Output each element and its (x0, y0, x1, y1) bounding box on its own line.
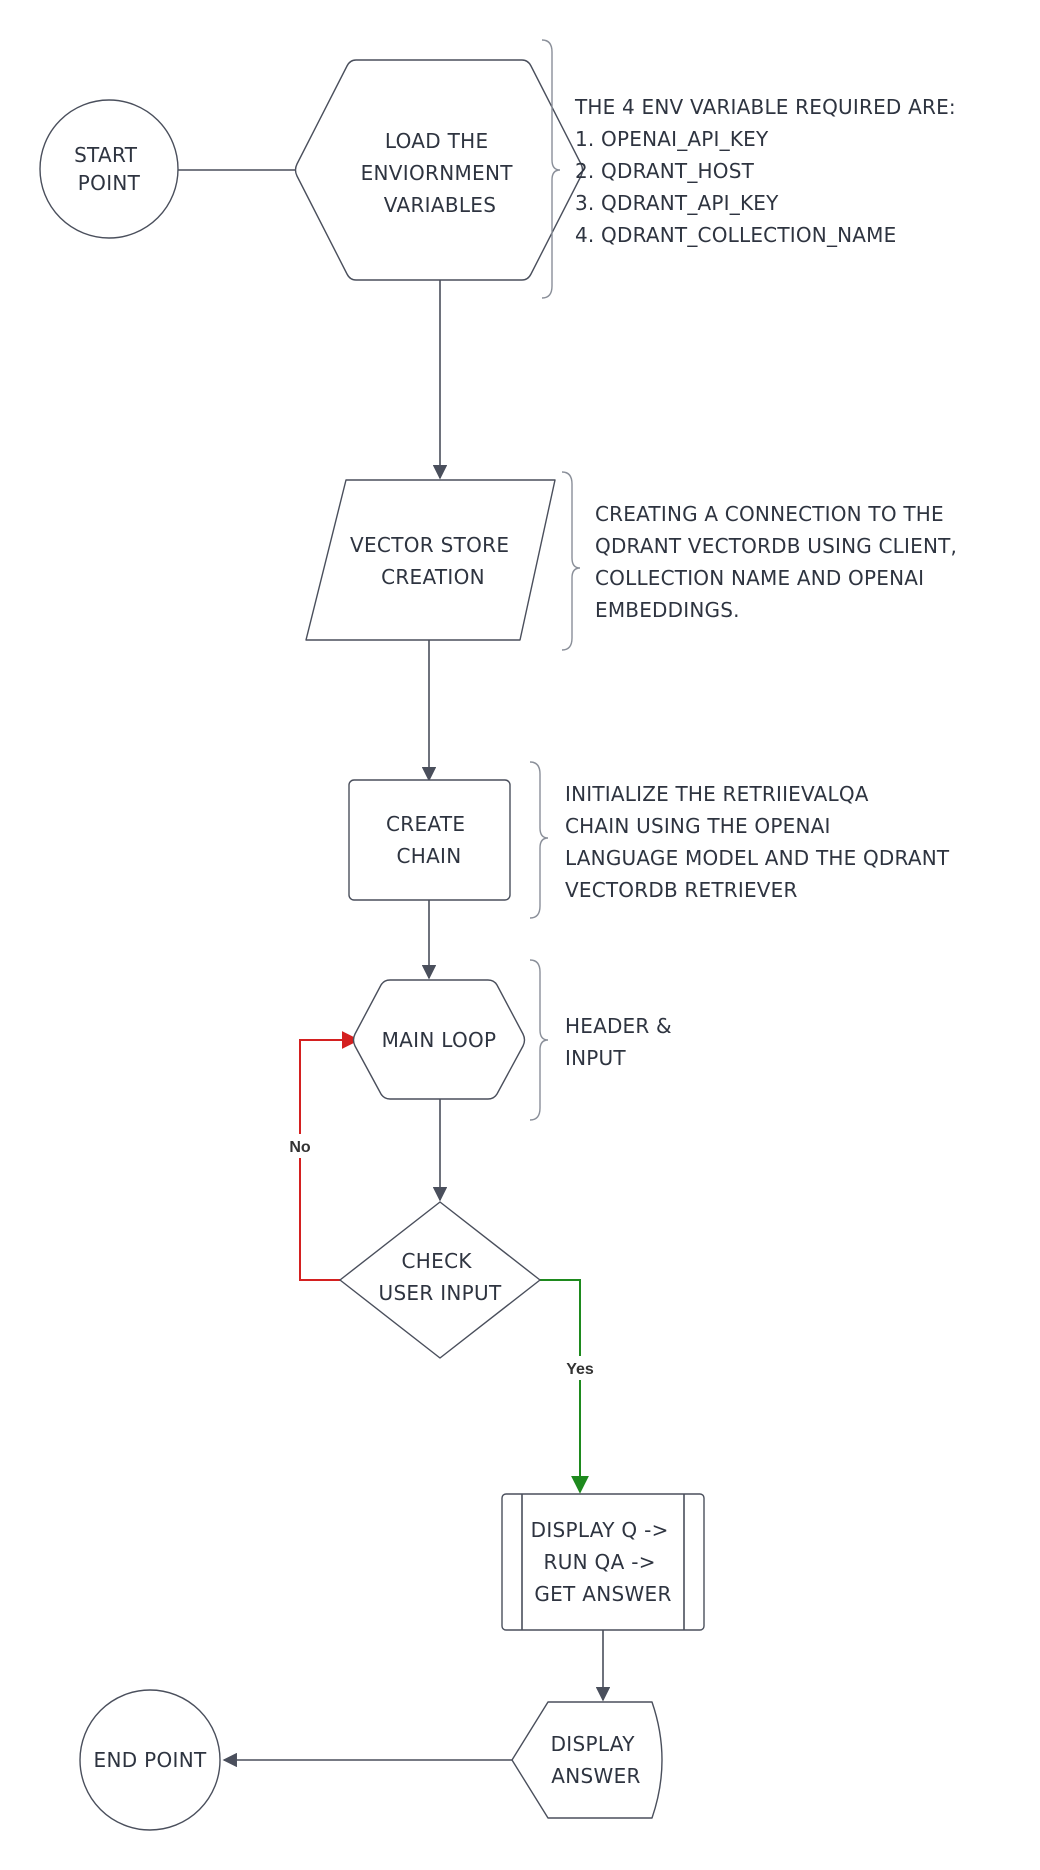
main-loop-node: MAIN LOOP (352, 979, 526, 1100)
check-input-node: CHECK USER INPUT (339, 1201, 541, 1359)
vector-store-label: VECTOR STORE CREATION (350, 533, 516, 589)
edge-check-no-to-loop (299, 1031, 360, 1281)
display-run-label: DISPLAY Q -> RUN QA -> GET ANSWER (531, 1518, 676, 1606)
end-label: END POINT (94, 1748, 207, 1772)
chain-brace (529, 761, 549, 919)
chain-note: INITIALIZE THE RETRIIEVALQA CHAIN USING … (529, 761, 956, 919)
yes-label-bg (560, 1356, 600, 1380)
connectors: No Yes (178, 162, 611, 1768)
display-run-node: DISPLAY Q -> RUN QA -> GET ANSWER (501, 1493, 705, 1631)
main-loop-label: MAIN LOOP (382, 1028, 497, 1052)
create-chain-node: CREATE CHAIN (348, 779, 511, 901)
load-env-label: LOAD THE ENVIORNMENT VARIABLES (361, 129, 520, 217)
end-node: END POINT (79, 1689, 221, 1831)
vector-note: CREATING A CONNECTION TO THE QDRANT VECT… (561, 471, 964, 651)
display-answer-label: DISPLAY ANSWER (551, 1732, 642, 1788)
load-env-node: LOAD THE ENVIORNMENT VARIABLES (294, 59, 584, 281)
vector-store-node: VECTOR STORE CREATION (305, 479, 556, 641)
check-input-diamond (339, 1201, 541, 1359)
end-circle (79, 1689, 221, 1831)
loop-note-text: HEADER & INPUT (565, 1014, 678, 1070)
display-run-box (501, 1493, 705, 1631)
vector-store-parallelogram (305, 479, 556, 641)
env-note: THE 4 ENV VARIABLE REQUIRED ARE: 1. OPEN… (541, 39, 962, 299)
check-input-label: CHECK USER INPUT (379, 1249, 502, 1305)
start-node: START POINT (39, 99, 179, 239)
load-env-hexagon (294, 59, 584, 281)
no-label-bg (283, 1134, 317, 1158)
chain-note-text: INITIALIZE THE RETRIIEVALQA CHAIN USING … (565, 782, 956, 902)
vector-brace (561, 471, 581, 651)
no-label: No (289, 1139, 311, 1156)
create-chain-box (348, 779, 511, 901)
edge-check-yes-to-display (540, 1279, 589, 1494)
main-loop-hexagon (352, 979, 526, 1100)
loop-note: HEADER & INPUT (529, 959, 678, 1121)
display-answer-node: DISPLAY ANSWER (511, 1701, 663, 1819)
env-note-text: THE 4 ENV VARIABLE REQUIRED ARE: 1. OPEN… (574, 95, 962, 247)
vector-note-text: CREATING A CONNECTION TO THE QDRANT VECT… (595, 502, 964, 622)
create-chain-label: CREATE CHAIN (386, 812, 472, 868)
display-answer-shape (511, 1701, 663, 1819)
start-label: START POINT (74, 143, 144, 195)
yes-label: Yes (566, 1361, 594, 1378)
loop-brace (529, 959, 549, 1121)
env-brace (541, 39, 561, 299)
start-circle (39, 99, 179, 239)
